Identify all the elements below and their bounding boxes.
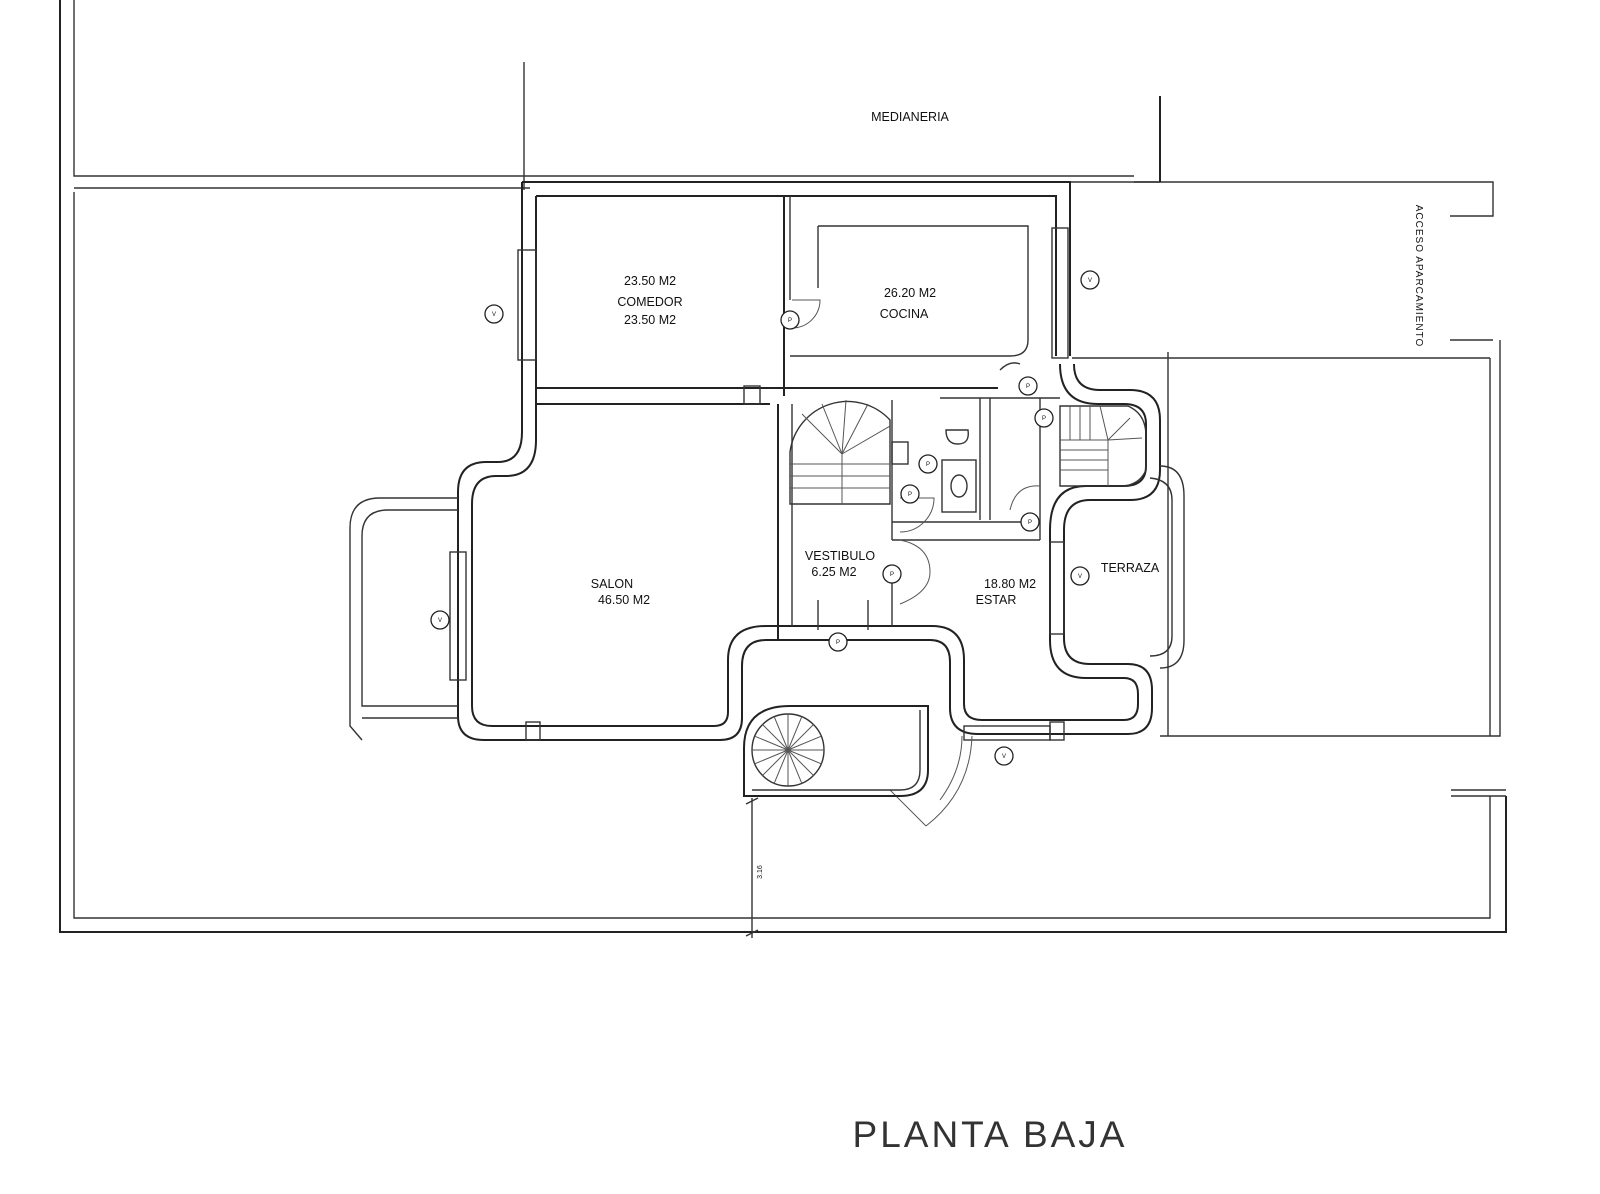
tags: V V P P P P P P P P V V V — [430, 270, 1100, 766]
svg-text:P: P — [1026, 384, 1030, 390]
acceso-label: ACCESO APARCAMIENTO — [1413, 205, 1424, 348]
svg-text:P: P — [788, 318, 792, 324]
spiral-tread — [762, 724, 789, 751]
svg-text:V: V — [492, 312, 496, 318]
site-boundary — [59, 0, 1507, 933]
terraza-label: TERRAZA — [1101, 561, 1160, 575]
cocina-area: 26.20 M2 — [884, 286, 936, 300]
spiral-tread — [787, 735, 822, 751]
spiral-tread — [762, 749, 789, 776]
medianeria-label: MEDIANERIA — [871, 110, 949, 124]
spiral-tread — [787, 724, 814, 751]
spiral-stair — [743, 705, 929, 797]
stair-terraza — [1059, 405, 1147, 487]
ref-tag: P — [1018, 376, 1038, 396]
svg-text:V: V — [1002, 754, 1006, 760]
svg-text:P: P — [1028, 520, 1032, 526]
house-walls — [457, 181, 1161, 741]
dimension-line: 3.16 — [745, 797, 764, 938]
salon-label: SALON — [591, 577, 633, 591]
ref-tag: P — [900, 484, 920, 504]
ref-tag: P — [780, 310, 800, 330]
svg-text:P: P — [926, 462, 930, 468]
labels: MEDIANERIA 23.50 M2 COMEDOR 23.50 M2 26.… — [591, 110, 1424, 1155]
ref-tag: P — [828, 632, 848, 652]
ref-tag: V — [994, 746, 1014, 766]
ref-tag: P — [1034, 408, 1054, 428]
stair-vestibulo — [789, 399, 891, 505]
interior-walls — [536, 196, 1060, 640]
left-balcony — [349, 497, 458, 741]
cocina-label: COCINA — [880, 307, 929, 321]
comedor-area-top: 23.50 M2 — [624, 274, 676, 288]
comedor-label: COMEDOR — [617, 295, 682, 309]
door-swings — [791, 299, 1041, 827]
svg-text:P: P — [836, 640, 840, 646]
svg-text:V: V — [1088, 278, 1092, 284]
svg-text:V: V — [438, 618, 442, 624]
vestibulo-area: 6.25 M2 — [811, 565, 856, 579]
spiral-tread — [787, 749, 803, 784]
ref-tag: P — [1020, 512, 1040, 532]
plan-title: PLANTA BAJA — [853, 1114, 1128, 1155]
spiral-tread — [787, 749, 814, 776]
ref-tag: P — [882, 564, 902, 584]
svg-text:P: P — [908, 492, 912, 498]
spiral-tread — [773, 749, 789, 784]
spiral-tread — [787, 749, 822, 765]
ref-tag: V — [484, 304, 504, 324]
ref-tag: V — [1080, 270, 1100, 290]
spiral-tread — [787, 716, 803, 751]
spiral-tread — [773, 716, 789, 751]
svg-text:P: P — [1042, 416, 1046, 422]
ref-tag: V — [430, 610, 450, 630]
right-terrace — [1149, 465, 1185, 669]
spiral-tread — [754, 749, 789, 765]
svg-text:V: V — [1078, 574, 1082, 580]
vestibulo-label: VESTIBULO — [805, 549, 875, 563]
windows — [449, 227, 1069, 741]
estar-label: ESTAR — [976, 593, 1017, 607]
svg-text:P: P — [890, 572, 894, 578]
salon-area: 46.50 M2 — [598, 593, 650, 607]
spiral-tread — [754, 735, 789, 751]
dimension-label: 3.16 — [757, 865, 764, 879]
ref-tag: V — [1070, 566, 1090, 586]
comedor-area-bottom: 23.50 M2 — [624, 313, 676, 327]
estar-area: 18.80 M2 — [984, 577, 1036, 591]
ref-tag: P — [918, 454, 938, 474]
party-wall — [74, 62, 1161, 190]
